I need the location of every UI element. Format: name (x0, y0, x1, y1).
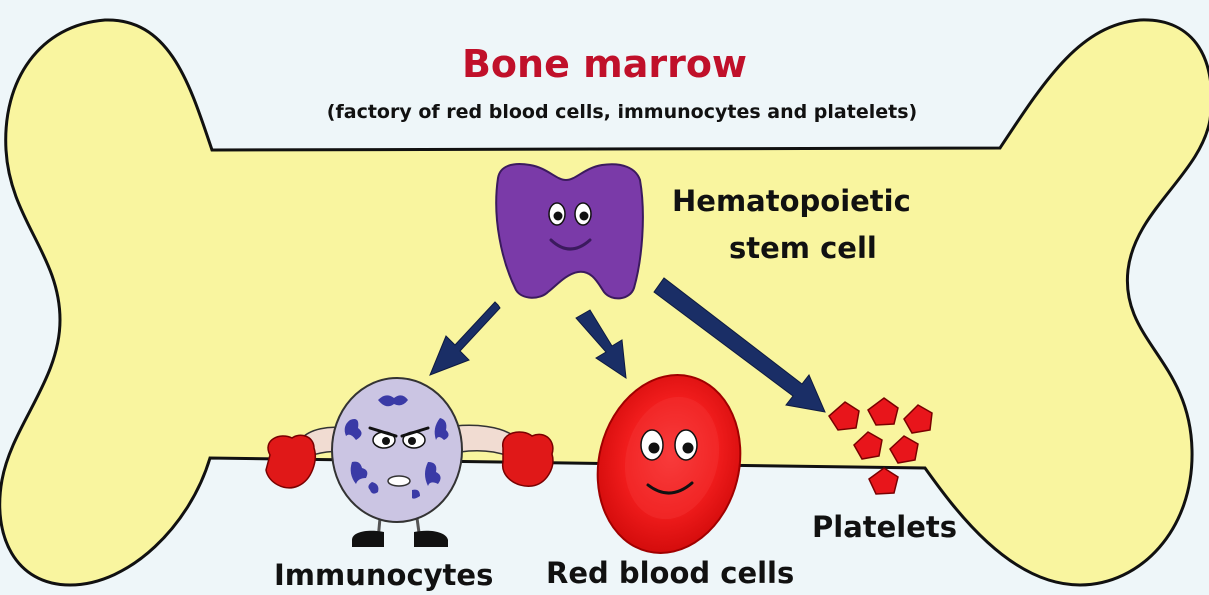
platelets-label: Platelets (812, 510, 957, 544)
stem-cell-label-line2: stem cell (729, 231, 877, 265)
immunocytes-label: Immunocytes (274, 558, 493, 592)
diagram-subtitle: (factory of red blood cells, immunocytes… (0, 101, 1209, 123)
stem-cell-label-line1: Hematopoietic (672, 184, 911, 218)
diagram-title: Bone marrow (0, 42, 1209, 86)
red-blood-cells-label: Red blood cells (546, 556, 794, 590)
